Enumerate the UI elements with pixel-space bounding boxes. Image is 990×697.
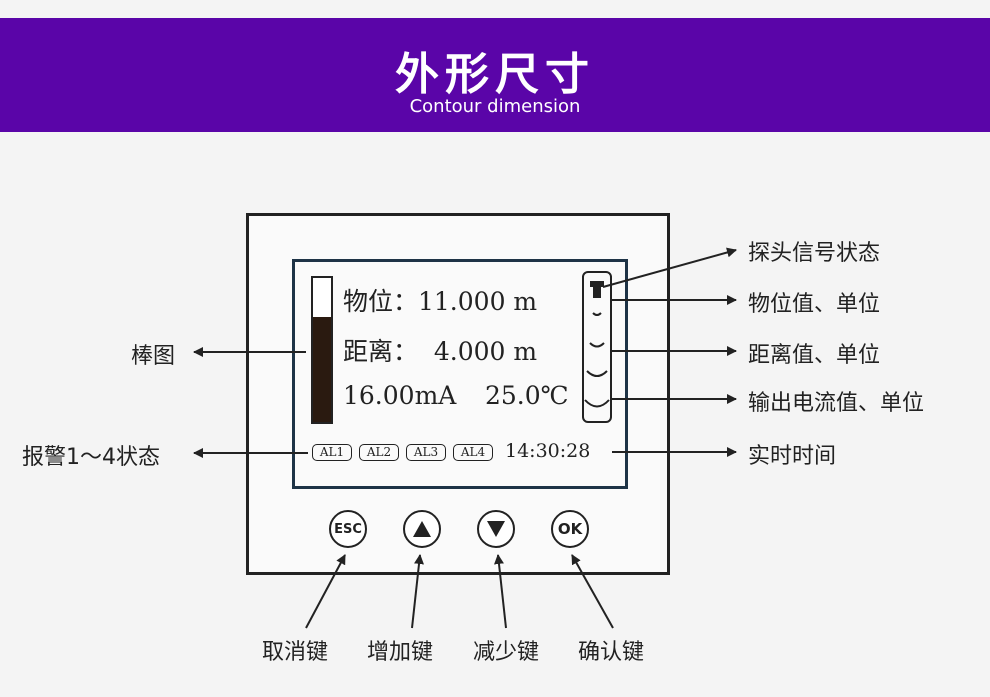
up-key[interactable] <box>403 510 441 548</box>
alarm-indicator-4: AL4 <box>453 444 493 461</box>
label-confirm-key: 确认键 <box>578 640 645 665</box>
clock-readout: 14:30:28 <box>505 440 591 462</box>
bar-graph <box>311 276 333 424</box>
distance-readout: 距离： 4.000 m <box>343 337 538 366</box>
triangle-down-icon <box>487 521 505 537</box>
lcd-screen <box>292 259 628 489</box>
esc-key[interactable]: ESC <box>329 510 367 548</box>
label-probe-signal-status: 探头信号状态 <box>748 241 881 266</box>
label-bar-graph: 棒图 <box>131 344 176 369</box>
temperature-readout: 25.0℃ <box>485 381 569 410</box>
page-title: 外形尺寸 <box>395 49 595 100</box>
ok-key[interactable]: OK <box>551 510 589 548</box>
label-distance-value-unit: 距离值、单位 <box>748 343 881 368</box>
label-level-value-unit: 物位值、单位 <box>748 292 881 317</box>
bar-graph-fill <box>313 316 331 422</box>
alarm-indicator-3: AL3 <box>406 444 446 461</box>
header-banner <box>0 18 990 132</box>
alarm-indicator-1: AL1 <box>312 444 352 461</box>
label-alarm-status: 报警1～4状态 <box>22 445 160 470</box>
triangle-up-icon <box>413 521 431 537</box>
down-key[interactable] <box>477 510 515 548</box>
current-readout: 16.00mA <box>343 381 457 410</box>
label-increase-key: 增加键 <box>367 640 434 665</box>
label-output-current-value-unit: 输出电流值、单位 <box>748 391 925 416</box>
page-subtitle: Contour dimension <box>409 96 581 117</box>
level-readout: 物位：11.000 m <box>343 287 538 316</box>
probe-signal-frame <box>582 271 612 423</box>
label-cancel-key: 取消键 <box>262 640 329 665</box>
alarm-indicator-2: AL2 <box>359 444 399 461</box>
label-decrease-key: 减少键 <box>473 640 540 665</box>
label-realtime-clock: 实时时间 <box>748 444 837 469</box>
